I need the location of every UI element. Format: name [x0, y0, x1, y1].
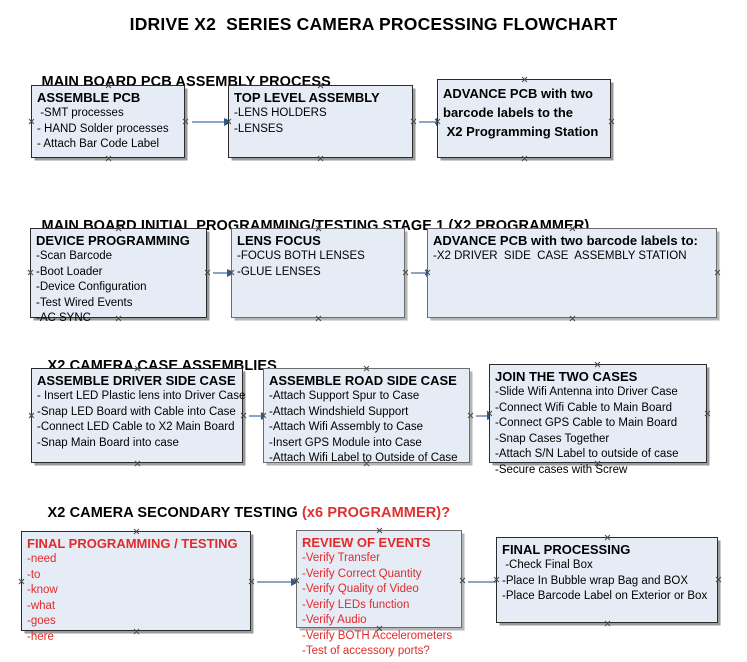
box-line: -Verify Quality of Video	[302, 583, 419, 595]
box-line: -Connect Wifi Cable to Main Board	[495, 401, 673, 414]
box-title: ADVANCE PCB with two barcode labels to t…	[443, 86, 599, 139]
box-title: ASSEMBLE DRIVER SIDE CASE	[37, 373, 236, 388]
section-heading-4-text: X2 CAMERA SECONDARY TESTING	[47, 505, 302, 521]
box-device-programming[interactable]: DEVICE PROGRAMMING -Scan Barcode -Boot L…	[30, 228, 207, 324]
box-line: -GLUE LENSES	[237, 265, 321, 278]
box-line: -Attach Wifi Assembly to Case	[269, 421, 424, 433]
box-line: -Snap Main Board into case	[37, 436, 179, 449]
box-line: -Secure cases with Screw	[495, 463, 628, 476]
box-line: - Insert LED Plastic lens into Driver Ca…	[37, 390, 246, 402]
box-line: -what	[27, 599, 56, 612]
box-line: -Place Barcode Label on Exterior or Box	[502, 590, 708, 602]
box-review-of-events[interactable]: REVIEW OF EVENTS -Verify Transfer -Verif…	[296, 530, 462, 657]
box-line: - HAND Solder processes	[37, 122, 169, 135]
box-line: -Test Wired Events	[36, 296, 133, 309]
box-line: - Attach Bar Code Label	[37, 138, 160, 150]
box-line: -Verify BOTH Accelerometers	[302, 629, 453, 642]
arrow-connector	[411, 268, 434, 277]
box-line: -Boot Loader	[36, 265, 103, 278]
box-title: REVIEW OF EVENTS	[302, 535, 431, 550]
arrow-connector	[476, 411, 495, 420]
box-line: -Verify LEDs function	[302, 598, 410, 611]
box-line: -here	[27, 630, 54, 643]
arrow-connector	[249, 411, 269, 420]
box-line: -SMT processes	[37, 107, 124, 119]
box-title: ADVANCE PCB with two barcode labels to:	[433, 233, 698, 248]
box-line: -Check Final Box	[502, 559, 593, 571]
section-heading-4-note: (x6 PROGRAMMER)?	[301, 505, 451, 521]
box-assemble-pcb[interactable]: ASSEMBLE PCB -SMT processes - HAND Solde…	[31, 85, 185, 158]
box-line: -Device Configuration	[36, 281, 147, 293]
box-line: -LENS HOLDERS	[234, 107, 327, 119]
arrow-connector	[213, 268, 235, 277]
page-title: IDRIVE X2 SERIES CAMERA PROCESSING FLOWC…	[129, 14, 618, 34]
box-title: LENS FOCUS	[237, 233, 321, 248]
box-line: -Connect LED Cable to X2 Main Board	[37, 421, 235, 433]
box-line: -Attach Windshield Support	[269, 405, 409, 418]
box-final-programming-testing[interactable]: FINAL PROGRAMMING / TESTING -need -to -k…	[21, 531, 251, 643]
arrow-connector	[419, 117, 444, 126]
box-line: -FOCUS BOTH LENSES	[237, 250, 365, 262]
box-line: -to	[27, 568, 41, 581]
box-line: -Attach Support Spur to Case	[269, 390, 420, 402]
box-assemble-driver-side-case[interactable]: ASSEMBLE DRIVER SIDE CASE - Insert LED P…	[31, 368, 246, 463]
box-line: -Attach Wifi Label to Outside of Case	[269, 452, 458, 464]
box-title: JOIN THE TWO CASES	[495, 369, 638, 384]
section-heading-4: X2 CAMERA SECONDARY TESTING (x6 PROGRAMM…	[31, 489, 451, 537]
box-line: -LENSES	[234, 122, 284, 135]
box-line: -Verify Audio	[302, 614, 367, 626]
box-assemble-road-side-case[interactable]: ASSEMBLE ROAD SIDE CASE -Attach Support …	[263, 368, 470, 464]
box-line: -Connect GPS Cable to Main Board	[495, 417, 678, 429]
box-final-processing[interactable]: FINAL PROCESSING -Check Final Box -Place…	[496, 537, 718, 623]
box-line: -Verify Transfer	[302, 552, 380, 564]
box-advance-pcb-x2-programming[interactable]: ADVANCE PCB with two barcode labels to t…	[437, 79, 611, 158]
box-line: -Snap LED Board with Cable into Case	[37, 405, 236, 418]
box-title: ASSEMBLE PCB	[37, 90, 141, 105]
box-title: FINAL PROGRAMMING / TESTING	[27, 536, 238, 551]
arrow-connector	[257, 577, 299, 586]
box-line: -AC SYNC	[36, 312, 91, 324]
box-line: -Slide Wifi Antenna into Driver Case	[495, 386, 678, 398]
box-line: -need	[27, 553, 57, 565]
box-line: -know	[27, 584, 58, 596]
box-line: -Attach S/N Label to outside of case	[495, 448, 679, 460]
box-line: -Scan Barcode	[36, 250, 113, 262]
box-line: -Place In Bubble wrap Bag and BOX	[502, 574, 689, 587]
box-line: -X2 DRIVER SIDE CASE ASSEMBLY STATION	[433, 250, 687, 262]
box-top-level-assembly[interactable]: TOP LEVEL ASSEMBLY -LENS HOLDERS -LENSES	[228, 85, 413, 158]
box-line: -Insert GPS Module into Case	[269, 436, 422, 449]
box-title: TOP LEVEL ASSEMBLY	[234, 90, 380, 105]
box-lens-focus[interactable]: LENS FOCUS -FOCUS BOTH LENSES -GLUE LENS…	[231, 228, 405, 318]
box-advance-pcb-driver-side[interactable]: ADVANCE PCB with two barcode labels to: …	[427, 228, 717, 318]
box-line-overflow: -Test of accessory ports?	[302, 645, 430, 657]
box-line: -Verify Correct Quantity	[302, 567, 422, 580]
box-join-the-two-cases[interactable]: JOIN THE TWO CASES -Slide Wifi Antenna i…	[489, 364, 707, 476]
box-title: FINAL PROCESSING	[502, 542, 631, 557]
arrow-connector	[192, 117, 232, 126]
box-title: ASSEMBLE ROAD SIDE CASE	[269, 373, 457, 388]
box-line: -Snap Cases Together	[495, 432, 610, 445]
box-line: -goes	[27, 615, 56, 627]
box-title: DEVICE PROGRAMMING	[36, 233, 190, 248]
